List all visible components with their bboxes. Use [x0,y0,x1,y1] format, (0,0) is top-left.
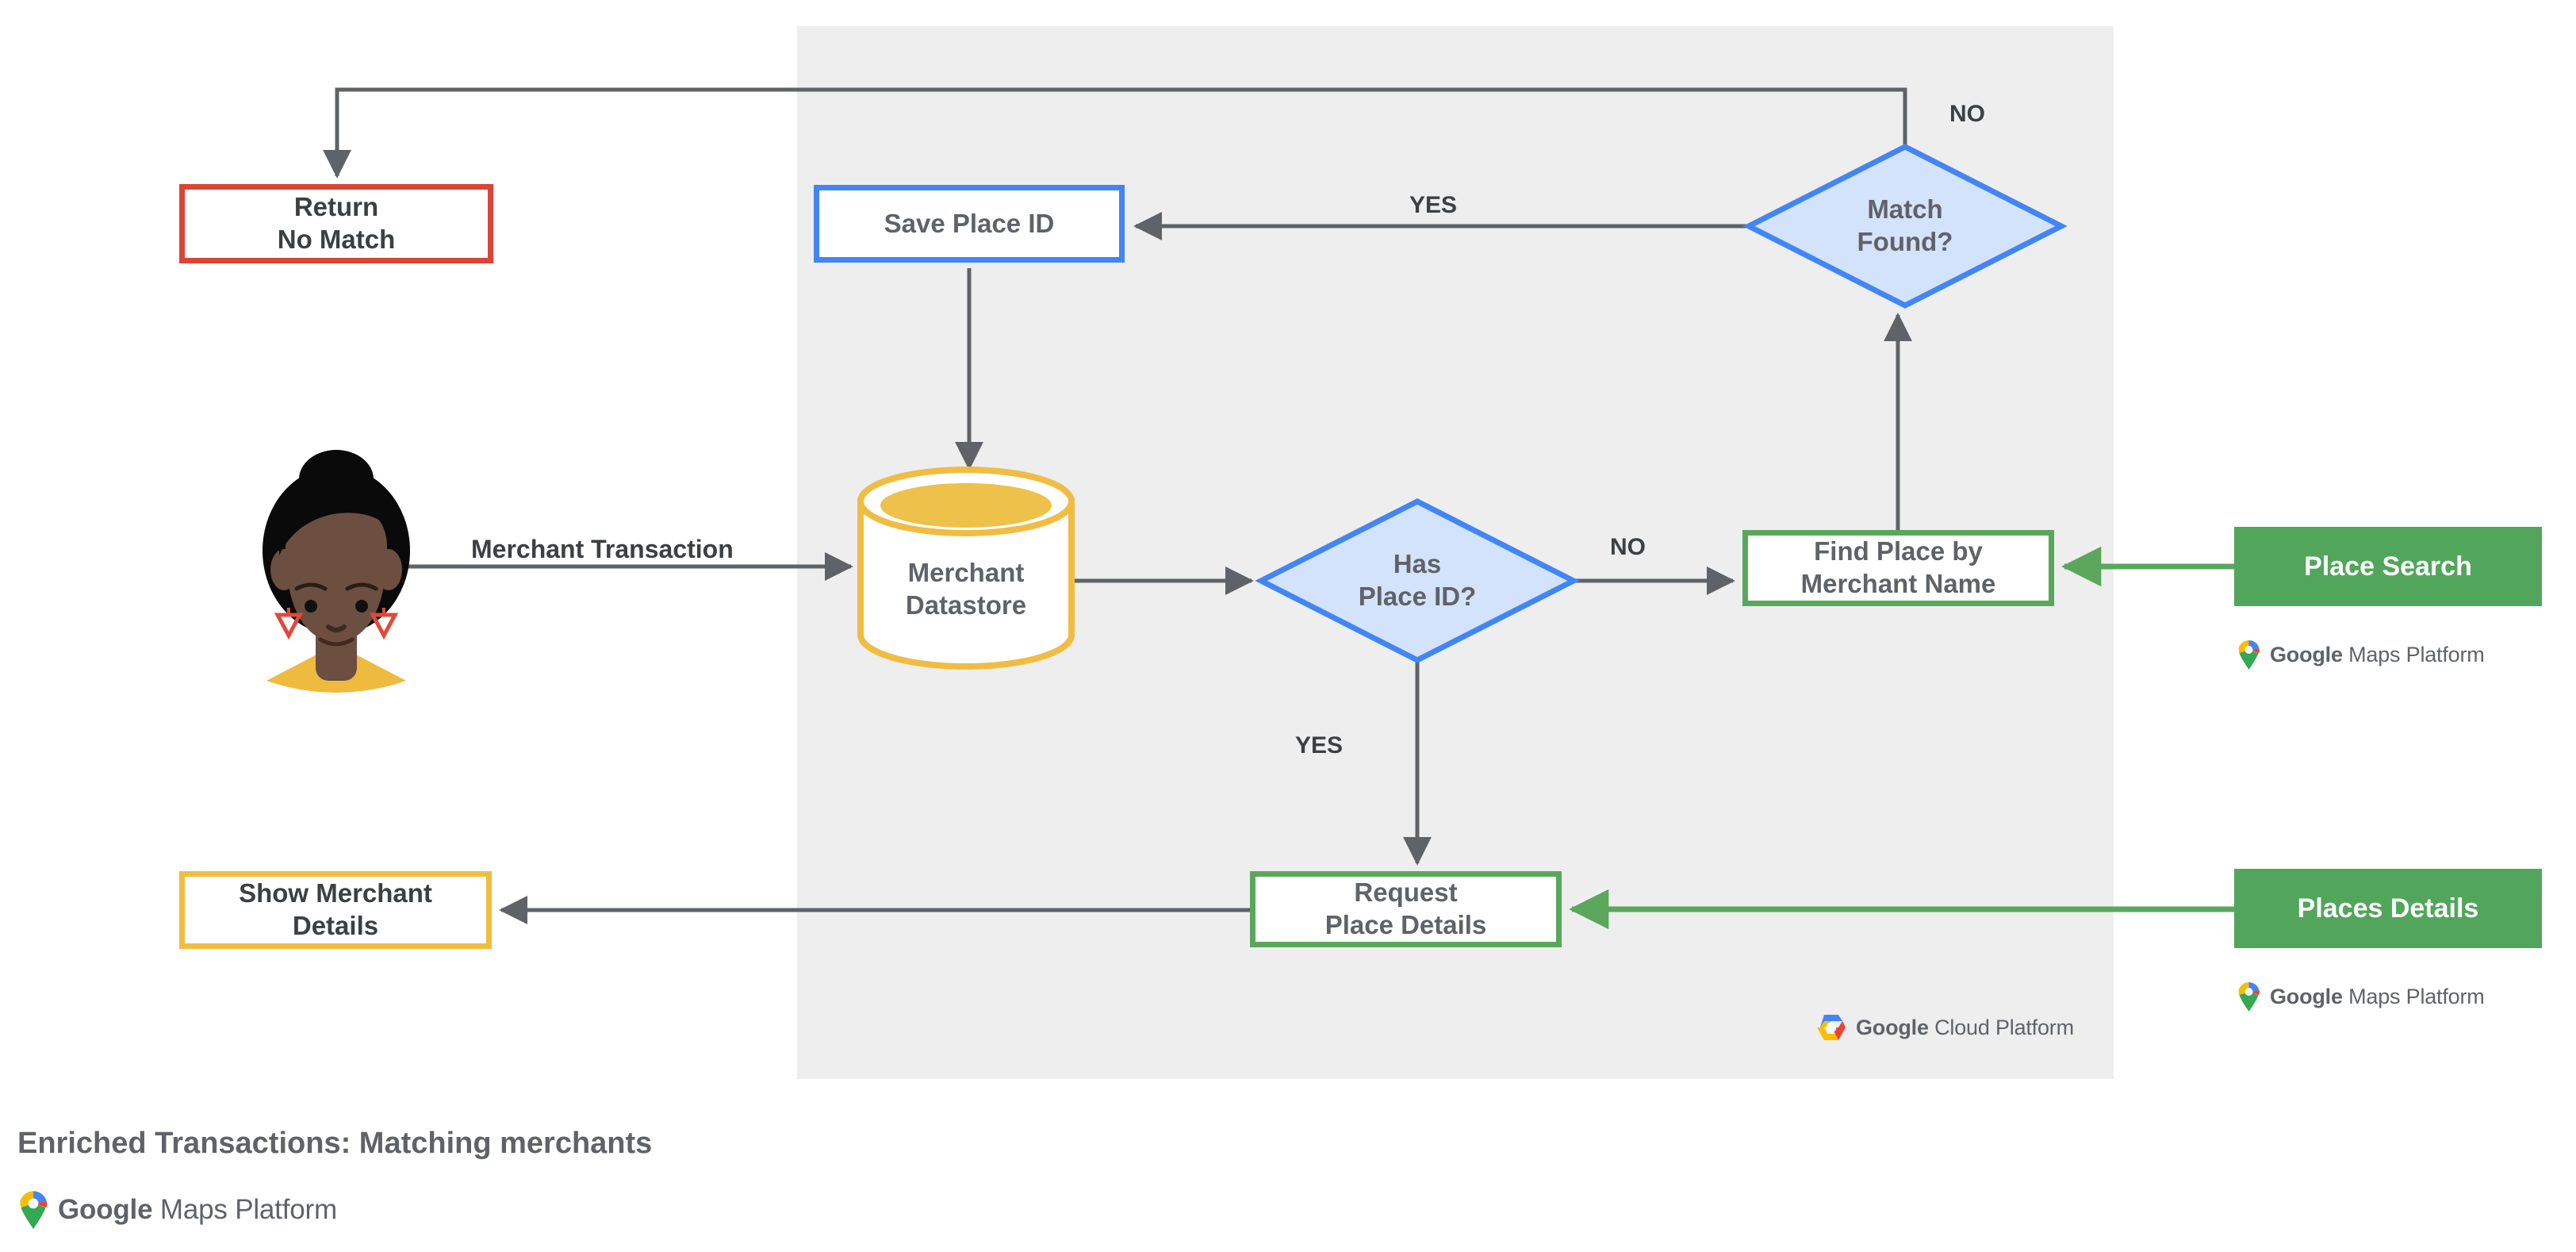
cloud-platform-google-word: Google [1856,1015,1929,1039]
find-place-line2: Merchant Name [1800,569,1996,598]
maps-platform-lockup-place-search: Google Maps Platform [2237,639,2485,670]
show-merchant-details-line2: Details [292,911,379,940]
node-save-place-id[interactable]: Save Place ID [814,185,1125,263]
merchant-datastore-line2: Datastore [905,590,1027,620]
node-merchant-datastore[interactable]: Merchant Datastore [861,473,1071,660]
maps-platform-google-word: Google [58,1193,153,1225]
save-place-id-label: Save Place ID [884,208,1055,238]
find-place-line1: Find Place by [1814,536,1983,566]
node-return-no-match[interactable]: Return No Match [179,184,493,263]
merchant-avatar-illustration [263,450,410,693]
match-found-line2: Found? [1857,227,1953,256]
edge-label-no-from-has-place-id: NO [1610,534,1646,560]
return-no-match-line2: No Match [277,225,396,254]
google-maps-pin-icon [2237,981,2261,1012]
edge-label-yes-to-save-place-id: YES [1409,192,1458,218]
node-has-place-id[interactable]: Has Place ID? [1261,501,1574,660]
maps-platform-wordmark: Google Maps Platform [2270,985,2485,1009]
merchant-datastore-line1: Merchant [907,558,1025,588]
return-no-match-line1: Return [293,192,379,222]
google-maps-pin-icon [2237,639,2261,670]
maps-platform-rest-word: Maps Platform [2342,984,2485,1008]
maps-platform-lockup-places-details: Google Maps Platform [2237,981,2485,1012]
maps-platform-rest-word: Maps Platform [2342,642,2485,666]
cloud-platform-wordmark: Google Cloud Platform [1856,1016,2074,1040]
node-find-place-by-merchant-name[interactable]: Find Place by Merchant Name [1742,530,2054,606]
request-place-details-line2: Place Details [1324,910,1487,939]
places-details-label: Places Details [2297,893,2479,924]
edge-label-no-from-match-found: NO [1949,101,1985,127]
cloud-platform-lockup: Google Cloud Platform [1816,1014,2074,1041]
node-show-merchant-details[interactable]: Show Merchant Details [179,871,492,949]
maps-platform-wordmark: Google Maps Platform [2270,643,2485,667]
maps-platform-google-word: Google [2270,984,2343,1008]
api-button-place-search[interactable]: Place Search [2234,527,2542,606]
maps-platform-rest-word: Maps Platform [152,1193,337,1225]
api-button-places-details[interactable]: Places Details [2234,869,2542,948]
node-match-found[interactable]: Match Found? [1749,147,2061,305]
diagram-title: Enriched Transactions: Matching merchant… [17,1127,653,1160]
google-cloud-hexagon-icon [1816,1014,1846,1041]
maps-platform-lockup-footer: Google Maps Platform [17,1190,337,1229]
has-place-id-line2: Place ID? [1358,582,1477,611]
has-place-id-line1: Has [1393,549,1442,579]
edge-label-yes-from-has-place-id: YES [1295,732,1344,758]
request-place-details-line1: Request [1354,878,1458,908]
node-request-place-details[interactable]: Request Place Details [1250,871,1562,947]
cloud-platform-rest-word: Cloud Platform [1928,1015,2074,1039]
show-merchant-details-line1: Show Merchant [239,878,432,908]
edge-label-merchant-transaction: Merchant Transaction [471,535,734,563]
match-found-line1: Match [1867,194,1943,225]
maps-platform-google-word: Google [2270,642,2343,666]
google-maps-pin-icon [17,1190,49,1229]
place-search-label: Place Search [2304,551,2472,582]
maps-platform-wordmark: Google Maps Platform [58,1194,337,1226]
